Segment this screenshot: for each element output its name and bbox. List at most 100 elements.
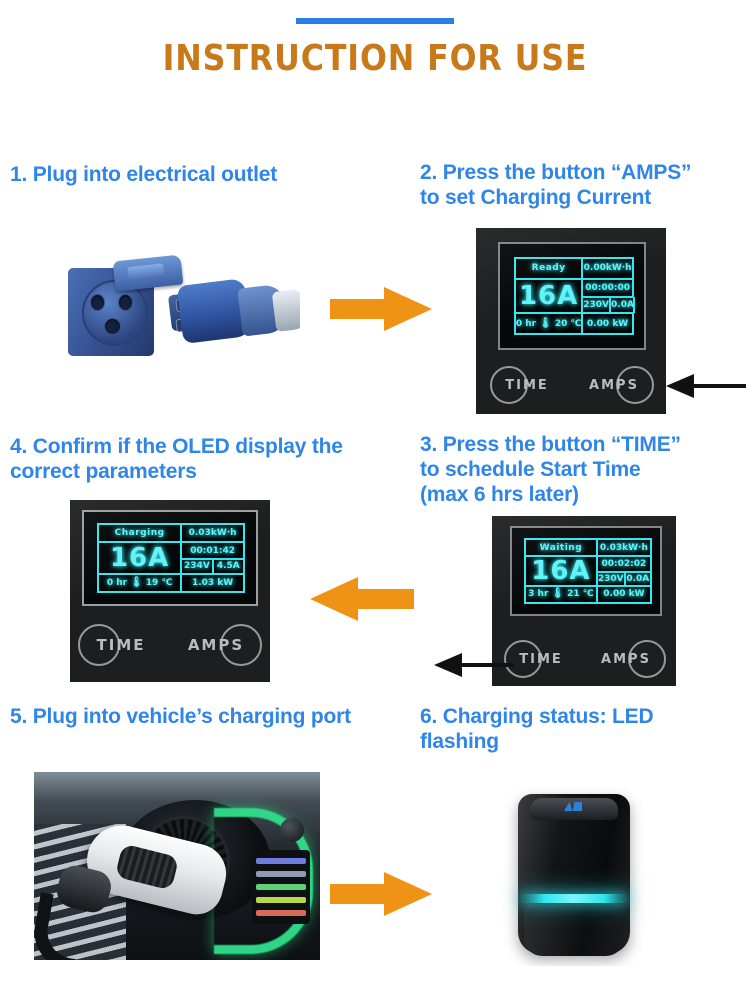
step-1-caption: 1. Plug into electrical outlet (10, 162, 410, 187)
oled-status: Ready (515, 258, 583, 279)
port-indicator-panel (252, 850, 310, 924)
indicator-light (256, 870, 306, 877)
arrow-head (384, 287, 432, 331)
amps-button-label: AMPS (589, 377, 639, 393)
amps-button-ring (220, 624, 262, 666)
oled-bezel-step2: Ready 0.00kW·h 16A 00:00:00 230V 0.0A 0 … (498, 242, 646, 350)
led-status-band (520, 894, 628, 903)
oled-status: Charging (98, 524, 182, 543)
oled-schedule: 0 hr (515, 318, 537, 329)
arrow-shaft (330, 299, 386, 319)
time-button-ring (504, 640, 542, 678)
oled-current-setting: 16A (98, 542, 182, 574)
oled-timer: 00:01:42 (181, 542, 244, 559)
amps-button-ring (616, 366, 654, 404)
step-3-caption: 3. Press the button “TIME” to schedule S… (420, 432, 750, 507)
thermometer-icon: 🌡 (130, 576, 143, 588)
oled-energy: 0.03kW·h (181, 524, 244, 543)
indicator-light (256, 910, 306, 917)
pointer-arrow-to-amps (666, 374, 748, 398)
outlet-plug-photo (60, 250, 300, 370)
oled-voltage: 230V (582, 297, 611, 314)
oled-power: 0.00 kW (582, 313, 633, 334)
time-button[interactable]: TIME (504, 640, 578, 678)
flow-arrow-right (330, 872, 434, 916)
arrow-shaft (358, 589, 414, 609)
oled-temperature: 20 ℃ (554, 318, 582, 329)
amps-button[interactable]: AMPS (170, 624, 262, 666)
amps-button[interactable]: AMPS (586, 640, 666, 678)
oled-voltage: 234V (181, 559, 213, 574)
thermometer-icon: 🌡 (551, 588, 565, 600)
charger-device-step2: Ready 0.00kW·h 16A 00:00:00 230V 0.0A 0 … (476, 228, 666, 414)
time-button-label: TIME (505, 377, 549, 393)
oled-bottom-left: 3 hr 🌡 21 ℃ (525, 585, 597, 603)
page-title: INSTRUCTION FOR USE (162, 38, 588, 79)
socket-face (82, 280, 148, 346)
oled-timer: 00:00:00 (582, 278, 633, 297)
button-row-step4: TIME AMPS (78, 624, 262, 666)
arrow-shaft (690, 384, 746, 388)
step-3-caption-line3: (max 6 hrs later) (420, 483, 579, 506)
oled-energy: 0.03kW·h (596, 539, 651, 557)
oled-amperage: 4.5A (212, 559, 244, 574)
charger-device-step3: Waiting 0.03kW·h 16A 00:02:02 230V 0.0A … (492, 516, 676, 686)
flow-arrow-right (330, 287, 434, 331)
time-button[interactable]: TIME (490, 366, 564, 404)
time-button[interactable]: TIME (78, 624, 164, 666)
plug-grip (271, 288, 300, 332)
accent-bar (296, 18, 454, 24)
charger-unit-base (524, 904, 624, 956)
step-5-caption-line: 5. Plug into vehicle’s charging port (10, 705, 351, 728)
oled-right-block: 00:02:02 230V 0.0A (596, 556, 651, 586)
oled-status: Waiting (525, 539, 597, 557)
arrow-head (384, 872, 432, 916)
step-1-caption-line: 1. Plug into electrical outlet (10, 163, 278, 186)
step-6-caption: 6. Charging status: LED flashing (420, 704, 750, 754)
oled-schedule: 3 hr (528, 589, 549, 600)
amps-button-ring (628, 640, 666, 678)
time-button-label: TIME (519, 651, 563, 667)
oled-bezel-step3: Waiting 0.03kW·h 16A 00:02:02 230V 0.0A … (510, 526, 662, 616)
oled-screen-step2: Ready 0.00kW·h 16A 00:00:00 230V 0.0A 0 … (514, 257, 635, 335)
amps-button[interactable]: AMPS (574, 366, 654, 404)
arrow-head (434, 653, 462, 677)
led-charger-photo (496, 776, 656, 966)
oled-amperage: 0.0A (624, 571, 651, 586)
step-2-caption-line2: to set Charging Current (420, 186, 652, 209)
step-3-caption-line2: to schedule Start Time (420, 458, 641, 481)
charger-device-step4: Charging 0.03kW·h 16A 00:01:42 234V 4.5A… (70, 500, 270, 682)
oled-temperature: 21 ℃ (567, 589, 594, 600)
oled-current-setting: 16A (525, 556, 597, 586)
indicator-light (256, 897, 306, 904)
oled-voltage: 230V (596, 571, 625, 586)
pointer-arrow-to-time (434, 653, 516, 677)
oled-right-block: 00:00:00 230V 0.0A (582, 278, 635, 314)
thermometer-icon: 🌡 (539, 317, 552, 329)
time-button-ring (78, 624, 120, 666)
oled-bottom-left: 0 hr 🌡 20 ℃ (515, 313, 583, 334)
arrow-shaft (330, 884, 386, 904)
socket-lid (112, 254, 184, 292)
ev-charging-photo (34, 772, 320, 960)
step-6-caption-line2: flashing (420, 730, 499, 753)
step-4-caption: 4. Confirm if the OLED display the corre… (10, 434, 410, 484)
button-row-step2: TIME AMPS (490, 366, 654, 404)
step-2-caption-line1: 2. Press the button “AMPS” (420, 161, 692, 184)
socket-pin-hole (118, 294, 133, 311)
oled-screen-step3: Waiting 0.03kW·h 16A 00:02:02 230V 0.0A … (524, 538, 652, 604)
port-knob (280, 818, 304, 842)
oled-bezel-step4: Charging 0.03kW·h 16A 00:01:42 234V 4.5A… (82, 510, 258, 606)
oled-current-setting: 16A (515, 278, 583, 314)
arrow-shaft (458, 663, 514, 667)
oled-screen-step4: Charging 0.03kW·h 16A 00:01:42 234V 4.5A… (97, 523, 245, 593)
time-button-label: TIME (96, 636, 146, 654)
button-row-step3: TIME AMPS (504, 640, 666, 678)
step-6-caption-line1: 6. Charging status: LED (420, 705, 654, 728)
step-2-caption: 2. Press the button “AMPS” to set Chargi… (420, 160, 750, 210)
socket-pin-hole (104, 318, 121, 335)
step-3-caption-line1: 3. Press the button “TIME” (420, 433, 681, 456)
oled-power: 1.03 kW (181, 573, 244, 592)
step-4-caption-line1: 4. Confirm if the OLED display the (10, 435, 343, 458)
oled-amperage: 0.0A (610, 297, 635, 314)
